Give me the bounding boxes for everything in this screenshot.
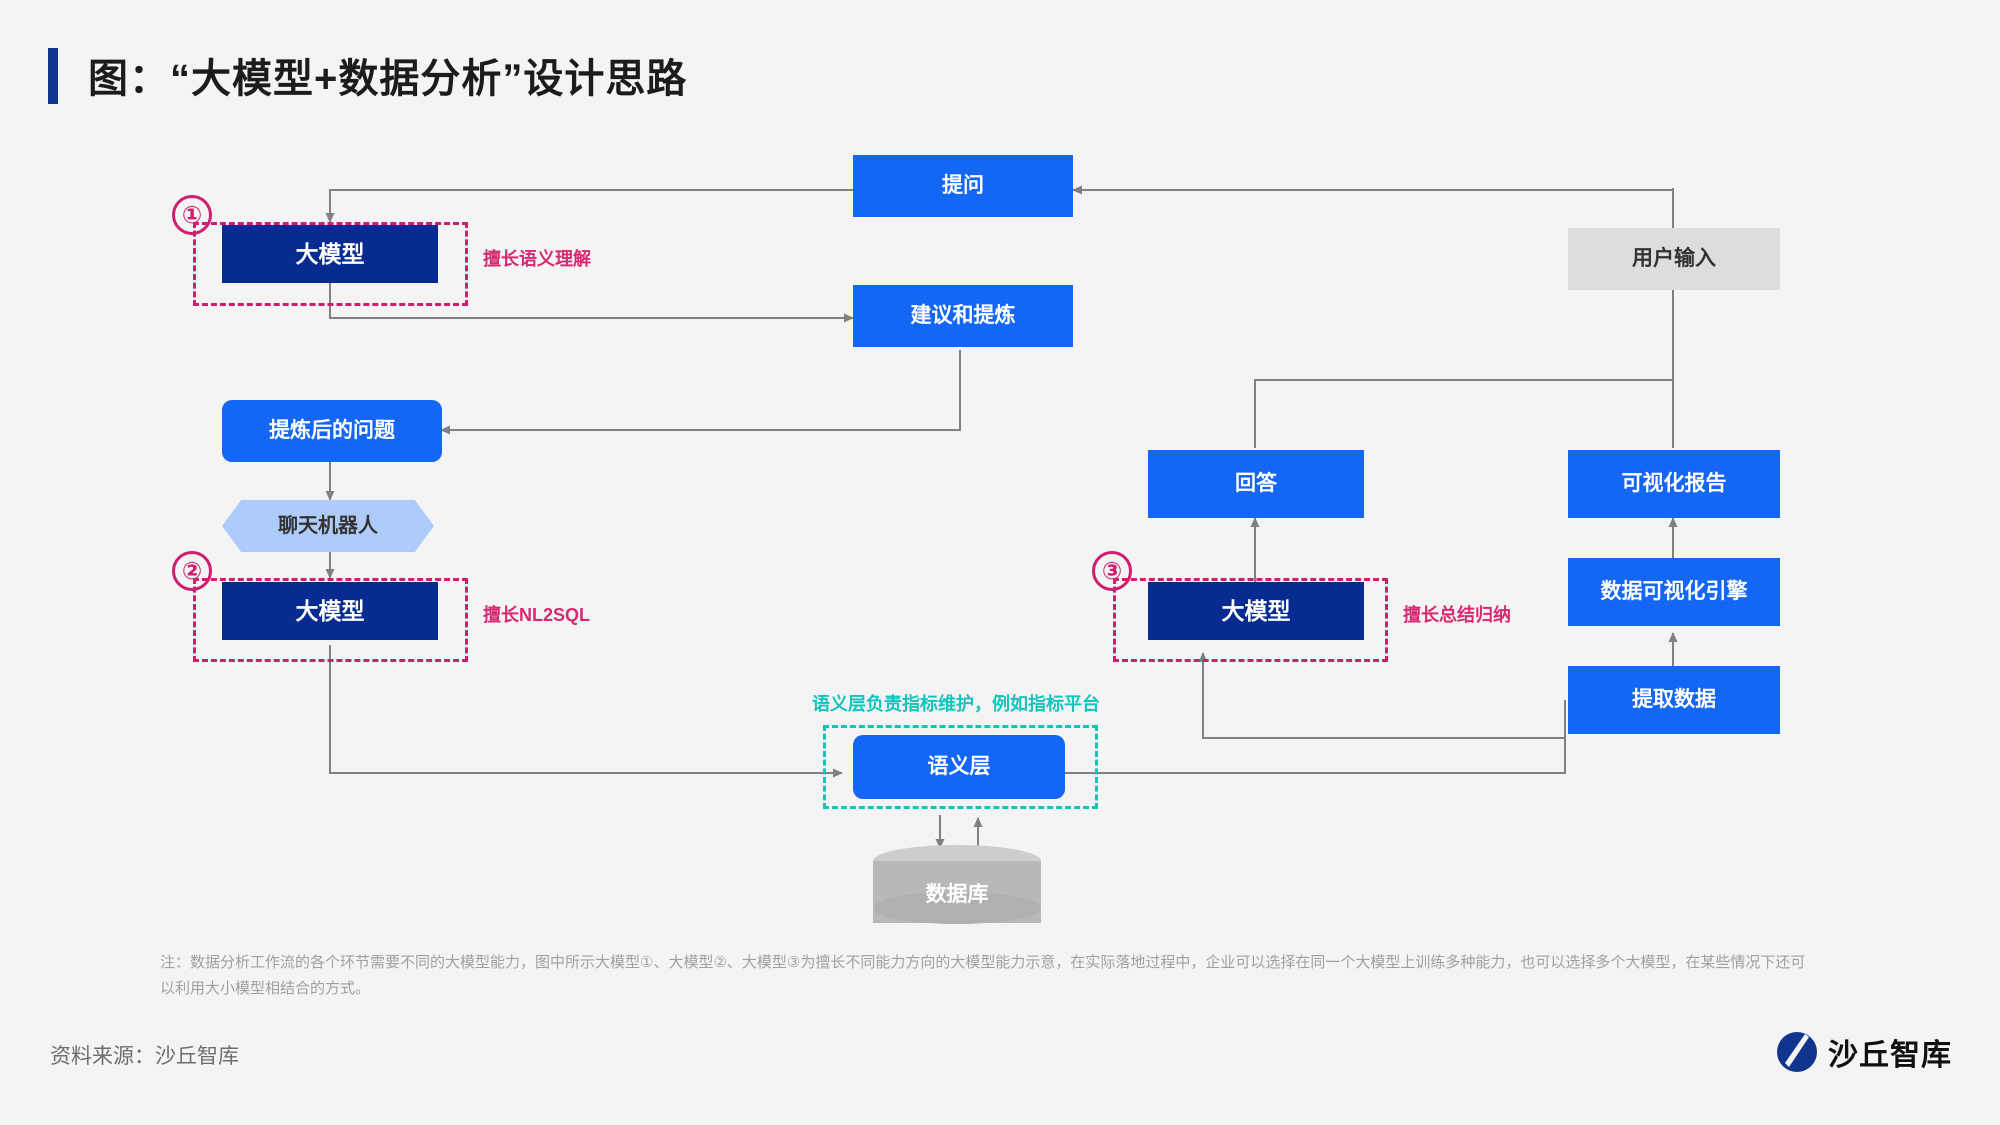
- group-llm3-dashed: [1113, 578, 1388, 662]
- database-label: 数据库: [925, 882, 989, 906]
- node-chatbot[interactable]: 聊天机器人: [222, 500, 434, 552]
- page-title: 图：“大模型+数据分析”设计思路: [88, 57, 688, 101]
- group-llm2-dashed: [193, 578, 468, 662]
- node-llm-1[interactable]: 大模型: [222, 225, 438, 283]
- brand-logo: 沙丘智库: [1776, 1030, 1952, 1074]
- annotation-llm1: 擅长语义理解: [483, 249, 591, 269]
- node-user-input[interactable]: 用户输入: [1568, 228, 1780, 290]
- marker-three: ③: [1092, 551, 1132, 591]
- footnote: 注：数据分析工作流的各个环节需要不同的大模型能力，图中所示大模型①、大模型②、大…: [160, 954, 1806, 997]
- node-question[interactable]: 提问: [853, 155, 1073, 217]
- group-llm1-dashed: [193, 222, 468, 306]
- node-viz-report[interactable]: 可视化报告: [1568, 450, 1780, 518]
- node-llm-3[interactable]: 大模型: [1148, 582, 1364, 640]
- annotation-llm3: 擅长总结归纳: [1403, 605, 1511, 625]
- node-suggest-refine[interactable]: 建议和提炼: [853, 285, 1073, 347]
- node-extract-data[interactable]: 提取数据: [1568, 666, 1780, 734]
- node-answer[interactable]: 回答: [1148, 450, 1364, 518]
- logo-mark-icon: [1777, 1032, 1817, 1072]
- source-label: 资料来源：沙丘智库: [50, 1045, 239, 1068]
- node-semantic-layer[interactable]: 语义层: [853, 735, 1065, 799]
- group-semantic-dashed: [823, 725, 1098, 809]
- node-viz-engine[interactable]: 数据可视化引擎: [1568, 558, 1780, 626]
- annotation-llm2: 擅长NL2SQL: [483, 605, 591, 625]
- database-bottom-ellipse: [873, 892, 1041, 924]
- node-database[interactable]: 数据库: [873, 845, 1041, 940]
- marker-one: ①: [172, 195, 212, 235]
- node-llm-2[interactable]: 大模型: [222, 582, 438, 640]
- title-accent-bar: [48, 48, 58, 104]
- annotation-semantic-layer: 语义层负责指标维护，例如指标平台: [812, 694, 1100, 714]
- node-refined-question[interactable]: 提炼后的问题: [222, 400, 442, 462]
- marker-two: ②: [172, 551, 212, 591]
- logo-text: 沙丘智库: [1828, 1039, 1952, 1072]
